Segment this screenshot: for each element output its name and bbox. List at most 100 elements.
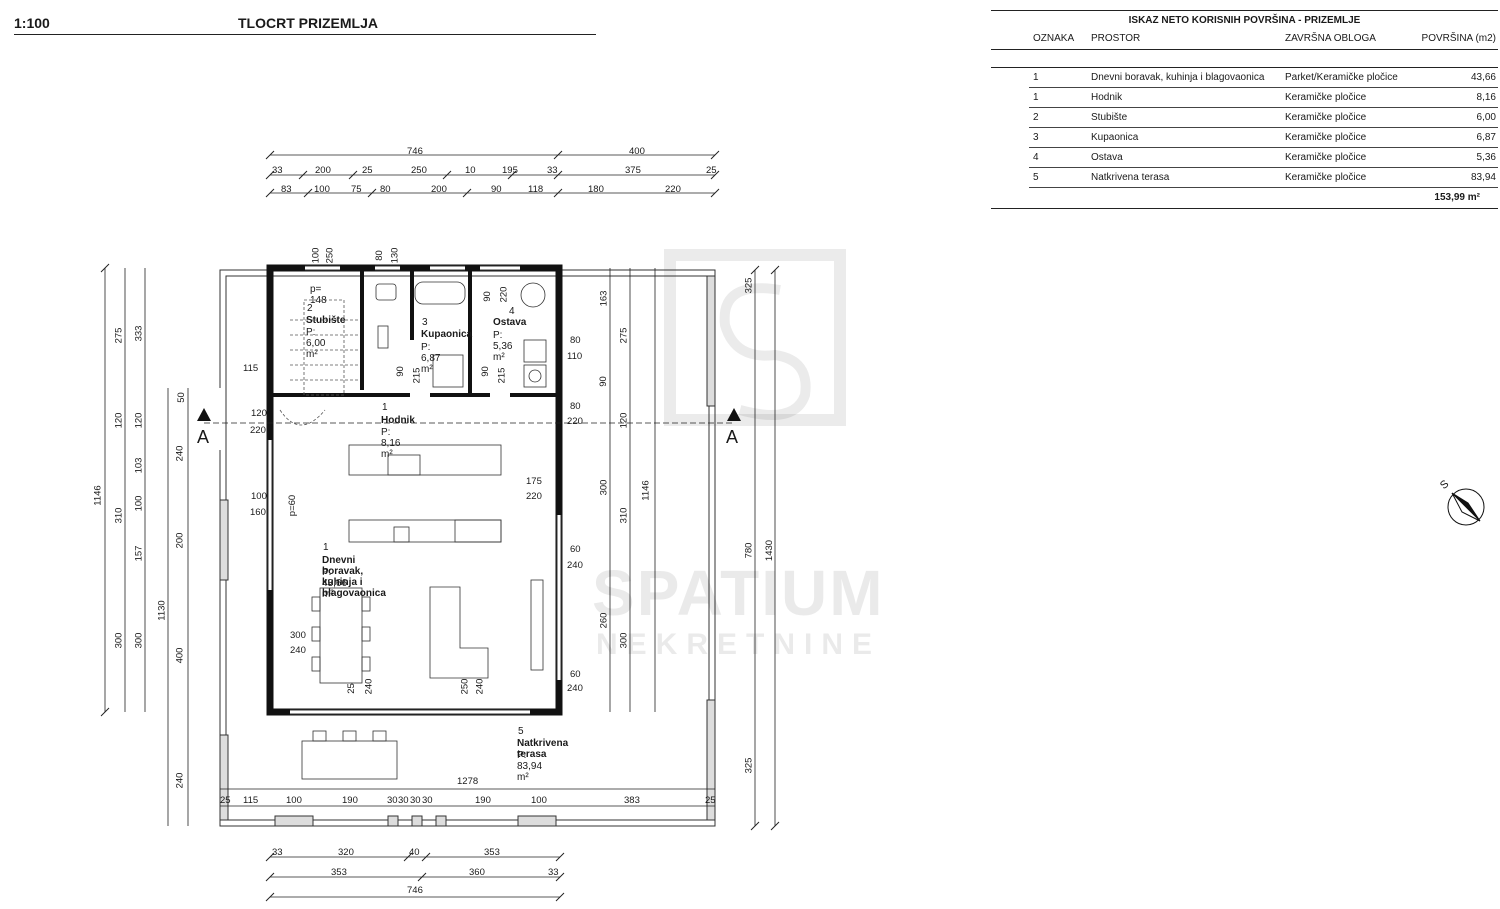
- exterior-walls: [266, 264, 563, 716]
- dim-t3-0: 83: [281, 184, 292, 195]
- section-label-left: A: [197, 427, 210, 447]
- drawing-scale: 1:100: [14, 15, 50, 31]
- cell-obloga: Keramičke pločice: [1285, 92, 1367, 103]
- dim-t2-0: 33: [272, 165, 283, 176]
- dim-lt-240: 240: [174, 445, 186, 462]
- cell-oznaka: 1: [1033, 72, 1039, 83]
- table-row: 5 Natkrivena terasa Keramičke pločice 83,94: [1029, 168, 1498, 188]
- dim-lt-240b: 240: [174, 772, 186, 789]
- dim-t3-1: 100: [314, 184, 330, 195]
- dim-int-250v2: 250: [459, 678, 471, 695]
- dim-left-1146: 1146: [92, 485, 104, 506]
- cell-obloga: Parket/Keramičke pločice: [1285, 72, 1398, 83]
- dim-ri-1146: 1146: [640, 480, 652, 501]
- dim-li-333: 333: [133, 325, 145, 342]
- dim-tr-2: 115: [243, 795, 259, 806]
- room-hodnik-name: Hodnik: [381, 415, 415, 426]
- cell-oznaka: 3: [1033, 132, 1039, 143]
- dim-left-310: 310: [113, 507, 125, 524]
- cell-oznaka: 5: [1033, 172, 1039, 183]
- dim-int-90v2: 90: [394, 366, 406, 377]
- dim-t2-4: 10: [465, 165, 476, 176]
- dim-tr-5: 30: [387, 795, 398, 806]
- dim-ri-300: 300: [598, 479, 610, 496]
- dim-b1-0: 33: [272, 847, 283, 858]
- dim-tr-9: 190: [475, 795, 491, 806]
- room-ostava-name: Ostava: [493, 317, 527, 328]
- dim-int-100v: 100: [310, 247, 322, 264]
- section-arrow-right: [727, 408, 741, 421]
- room-ostava-num: 4: [509, 306, 515, 317]
- cell-oznaka: 2: [1033, 112, 1039, 123]
- watermark-brand: SPATIUM: [592, 557, 885, 629]
- dim-ri-310: 310: [618, 507, 630, 524]
- dim-t3-4: 200: [431, 184, 447, 195]
- dim-int-240b: 240: [567, 560, 583, 571]
- col-prostor: PROSTOR: [1091, 33, 1141, 44]
- dim-int-220c: 220: [567, 416, 583, 427]
- dim-lt-200: 200: [174, 532, 186, 549]
- dim-tr-1: 25: [220, 795, 231, 806]
- dimension-lines: [104, 154, 776, 898]
- dim-b1-2: 40: [409, 847, 420, 858]
- cell-povrsina: 8,16: [1476, 92, 1496, 103]
- section-label-right: A: [726, 427, 739, 447]
- dim-top-746: 746: [407, 146, 423, 157]
- dim-tr-8: 30: [422, 795, 433, 806]
- room-ostava-area: P: 5,36 m²: [493, 330, 513, 363]
- dim-lt-400: 400: [174, 647, 186, 664]
- cell-povrsina: 83,94: [1470, 172, 1496, 183]
- cell-obloga: Keramičke pločice: [1285, 172, 1367, 183]
- table-total: 153,99 m²: [991, 188, 1498, 209]
- col-obloga: ZAVRŠNA OBLOGA: [1285, 33, 1376, 44]
- room-terasa-name: Natkrivena terasa: [517, 738, 569, 760]
- room-stubiste-num: 2: [307, 303, 313, 314]
- dim-t2-3: 250: [411, 165, 427, 176]
- dim-ri-120: 120: [618, 412, 630, 429]
- dim-b1-1: 320: [338, 847, 354, 858]
- dim-t2-7: 375: [625, 165, 641, 176]
- room-terasa-area: P: 83,94 m²: [517, 750, 543, 783]
- cell-prostor: Dnevni boravak, kuhinja i blagovaonica: [1091, 72, 1265, 83]
- col-povrsina: POVRŠINA (m2): [1421, 33, 1496, 44]
- dim-int-250v: 250: [324, 247, 336, 264]
- cell-obloga: Keramičke pločice: [1285, 132, 1367, 143]
- cell-oznaka: 1: [1033, 92, 1039, 103]
- dim-int-25v: 25: [345, 683, 357, 694]
- dim-int-80b: 80: [570, 401, 581, 412]
- fixtures: [375, 281, 547, 388]
- dim-t3-8: 220: [665, 184, 681, 195]
- dim-int-60: 60: [570, 544, 581, 555]
- section-arrow-left: [197, 408, 211, 421]
- cell-prostor: Stubište: [1091, 112, 1128, 123]
- room-hodnik-area: P: 8,16 m²: [381, 427, 401, 460]
- dim-int-160: 160: [250, 507, 266, 518]
- cell-povrsina: 5,36: [1476, 152, 1496, 163]
- total-value: 153,99 m²: [1434, 192, 1480, 203]
- col-oznaka: OZNAKA: [1033, 33, 1075, 44]
- room-dnevni-area: P: 43,66 m²: [322, 567, 348, 600]
- dim-int-240v2: 240: [474, 678, 486, 695]
- dim-int-130v: 130: [389, 247, 401, 264]
- room-kupaonica-num: 3: [422, 317, 428, 328]
- dim-int-110: 110: [567, 351, 583, 362]
- dim-t2-8: 25: [706, 165, 717, 176]
- staircase: [279, 299, 360, 426]
- dim-t2-1: 200: [315, 165, 331, 176]
- dim-int-60b: 60: [570, 669, 581, 680]
- cell-povrsina: 6,00: [1476, 112, 1496, 123]
- cell-prostor: Natkrivena terasa: [1091, 172, 1170, 183]
- table-row: 1 Dnevni boravak, kuhinja i blagovaonica P…: [1029, 68, 1498, 88]
- room-dnevni-name: Dnevni boravak, kuhinja i blagovaonica: [322, 555, 386, 599]
- area-table: ISKAZ NETO KORISNIH POVRŠINA - PRIZEMLJE…: [991, 10, 1498, 209]
- dim-int-90v: 90: [481, 291, 493, 302]
- dim-int-115: 115: [243, 363, 259, 374]
- dim-t3-3: 80: [380, 184, 391, 195]
- dim-t3-2: 75: [351, 184, 362, 195]
- room-terasa-num: 5: [518, 726, 524, 737]
- dim-ri-275: 275: [618, 327, 630, 344]
- room-hodnik-num: 1: [382, 402, 388, 413]
- dim-int-175: 175: [526, 476, 542, 487]
- dim-tr-7: 30: [410, 795, 421, 806]
